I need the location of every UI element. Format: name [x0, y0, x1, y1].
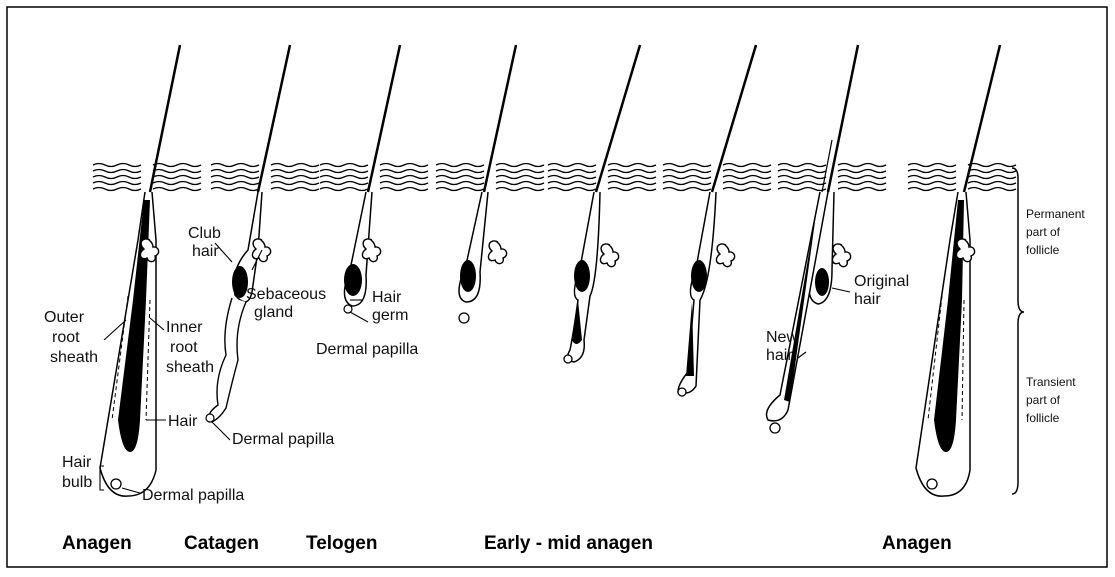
label-inner-root-sheath-1: Inner: [166, 319, 203, 336]
label-hair-germ-2: germ: [372, 307, 408, 324]
side-label-transient-1: Transient: [1026, 375, 1076, 389]
label-hair-germ-1: Hair: [372, 289, 402, 306]
stage-label-early-mid-anagen: Early - mid anagen: [484, 533, 653, 554]
label-original-hair-1: Original: [854, 273, 909, 290]
label-sebaceous-1: Sebaceous: [246, 286, 326, 303]
label-dermal-papilla-anagen: Dermal papilla: [142, 487, 244, 504]
follicle-early-anagen-2: [548, 45, 656, 363]
label-new-hair-1: New: [766, 329, 798, 346]
follicle-early-anagen-1: [436, 45, 544, 323]
label-original-hair-2: hair: [854, 291, 881, 308]
follicle-catagen: [206, 45, 319, 422]
label-club-hair-2: hair: [192, 243, 219, 260]
side-label-transient-2: part of: [1026, 393, 1061, 407]
label-inner-root-sheath-3: sheath: [166, 359, 214, 376]
follicle-anagen-2: [908, 45, 1016, 496]
label-new-hair-2: hair: [766, 347, 793, 364]
label-hair: Hair: [168, 413, 198, 430]
label-dermal-papilla-telogen: Dermal papilla: [316, 341, 418, 358]
stage-label-catagen: Catagen: [184, 533, 259, 554]
label-hair-bulb-2: bulb: [62, 474, 92, 491]
follicle-early-anagen-3: [663, 45, 771, 396]
label-inner-root-sheath-2: root: [170, 339, 198, 356]
follicle-early-anagen-4: [767, 45, 887, 433]
label-club-hair-1: Club: [188, 225, 221, 242]
follicle-brace: [1012, 168, 1024, 494]
label-hair-bulb-1: Hair: [62, 454, 92, 471]
label-outer-root-sheath-1: Outer: [44, 309, 85, 326]
side-label-transient-3: follicle: [1026, 411, 1060, 425]
stage-label-anagen-2: Anagen: [882, 533, 952, 554]
side-label-permanent-1: Permanent: [1026, 207, 1085, 221]
follicle-telogen: [320, 45, 428, 313]
label-outer-root-sheath-3: sheath: [50, 349, 98, 366]
label-outer-root-sheath-2: root: [52, 329, 80, 346]
label-dermal-papilla-catagen: Dermal papilla: [232, 431, 334, 448]
side-label-permanent-2: part of: [1026, 225, 1061, 239]
stage-label-telogen: Telogen: [306, 533, 377, 554]
stage-label-anagen-1: Anagen: [62, 533, 132, 554]
label-sebaceous-2: gland: [254, 304, 293, 321]
side-label-permanent-3: follicle: [1026, 243, 1060, 257]
